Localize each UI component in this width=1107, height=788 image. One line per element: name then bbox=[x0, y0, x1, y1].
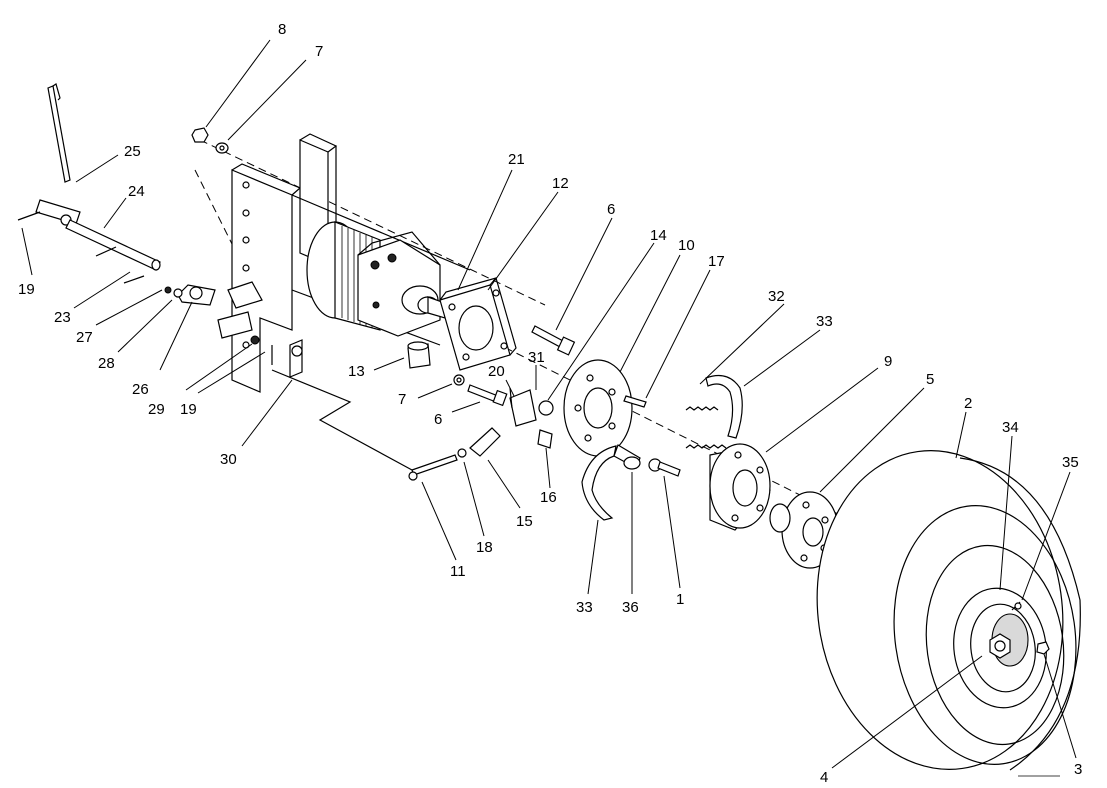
pivot-bracket bbox=[217, 281, 303, 378]
hydraulic-motor bbox=[306, 221, 446, 337]
callout-19: 19 bbox=[18, 281, 35, 298]
callout-28: 28 bbox=[98, 355, 115, 372]
callout-7: 7 bbox=[315, 43, 323, 60]
callout-18: 18 bbox=[476, 539, 493, 556]
tire bbox=[816, 450, 1081, 771]
spacer-13 bbox=[407, 341, 431, 369]
callout-6: 6 bbox=[607, 201, 615, 218]
lower-bolt-group bbox=[453, 374, 508, 407]
callout-29: 29 bbox=[148, 401, 165, 418]
bearing-flange bbox=[164, 284, 216, 306]
callout-labels: 8 7 25 24 19 23 27 28 26 29 19 30 21 12 … bbox=[18, 21, 1082, 786]
callout-11: 11 bbox=[450, 563, 466, 580]
callout-16: 16 bbox=[540, 489, 557, 506]
callout-8: 8 bbox=[278, 21, 286, 38]
callout-27: 27 bbox=[76, 329, 93, 346]
brake-rod bbox=[271, 369, 554, 481]
callout-33: 33 bbox=[816, 313, 833, 330]
nut-and-washer-top bbox=[191, 127, 229, 154]
callout-24: 24 bbox=[128, 183, 145, 200]
cross-shaft bbox=[17, 211, 161, 284]
callout-17: 17 bbox=[708, 253, 725, 270]
callout-6-lower: 6 bbox=[434, 411, 442, 428]
callout-30: 30 bbox=[220, 451, 237, 468]
callout-3: 3 bbox=[1074, 761, 1082, 778]
callout-35: 35 bbox=[1062, 454, 1079, 471]
callout-19-lower: 19 bbox=[180, 401, 197, 418]
callout-2: 2 bbox=[964, 395, 972, 412]
cam-and-bolt bbox=[613, 444, 681, 477]
callout-4: 4 bbox=[820, 769, 828, 786]
brake-shoe-lower bbox=[581, 445, 617, 521]
brake-drum bbox=[709, 443, 771, 531]
callout-20: 20 bbox=[488, 363, 505, 380]
callout-9: 9 bbox=[884, 353, 892, 370]
callout-21: 21 bbox=[508, 151, 525, 168]
callout-10: 10 bbox=[678, 237, 695, 254]
leader-lines bbox=[21, 39, 1077, 769]
callout-31: 31 bbox=[528, 349, 545, 366]
brake-lever bbox=[35, 83, 81, 226]
callout-7-lower: 7 bbox=[398, 391, 406, 408]
callout-34: 34 bbox=[1002, 419, 1019, 436]
adapter-plate bbox=[439, 276, 517, 371]
callout-36: 36 bbox=[622, 599, 639, 616]
callout-25: 25 bbox=[124, 143, 141, 160]
callout-14: 14 bbox=[650, 227, 667, 244]
callout-15: 15 bbox=[516, 513, 533, 530]
callout-12: 12 bbox=[552, 175, 569, 192]
bolt-upper bbox=[531, 325, 576, 356]
springs bbox=[685, 406, 727, 449]
backing-plate bbox=[563, 359, 647, 457]
callout-23: 23 bbox=[54, 309, 71, 326]
callout-5: 5 bbox=[926, 371, 934, 388]
callout-33-lower: 33 bbox=[576, 599, 593, 616]
frame-bracket bbox=[231, 133, 471, 393]
brake-shoe-upper bbox=[705, 375, 743, 439]
callout-1: 1 bbox=[676, 591, 684, 608]
callout-32: 32 bbox=[768, 288, 785, 305]
callout-26: 26 bbox=[132, 381, 149, 398]
callout-13: 13 bbox=[348, 363, 365, 380]
